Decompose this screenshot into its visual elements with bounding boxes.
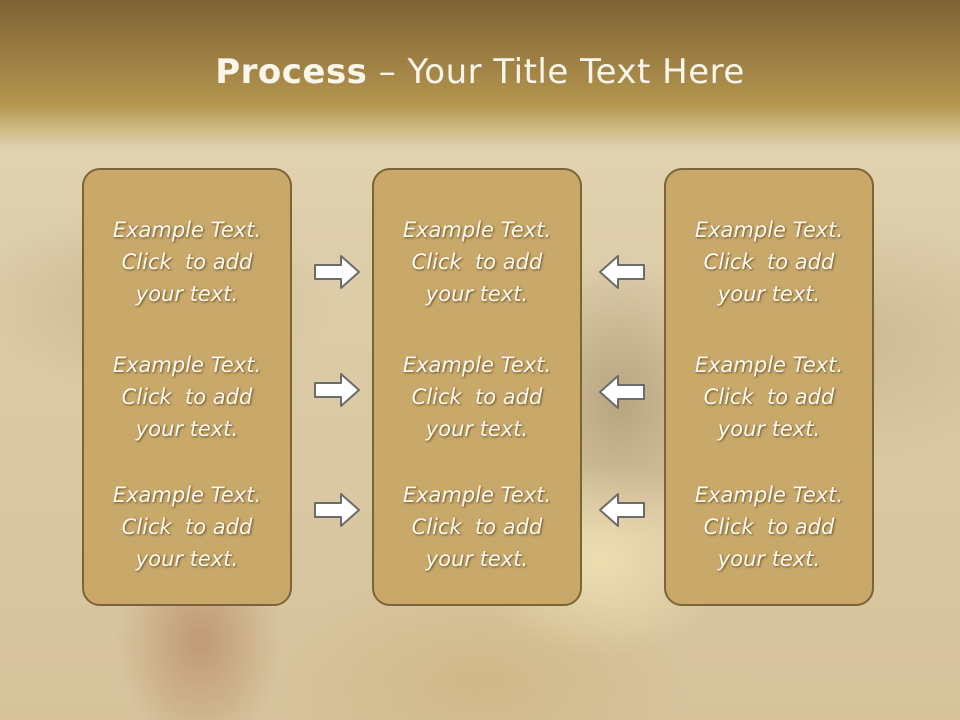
process-box-left[interactable]: Example Text. Click to add your text. Ex… [82,168,292,606]
text-line: Example Text. [694,353,844,377]
left-arrow-icon[interactable] [598,490,646,530]
title-rest: – Your Title Text Here [367,52,745,92]
text-line: your text. [135,282,239,306]
right-arrow-icon[interactable] [313,370,361,410]
text-placeholder[interactable]: Example Text. Click to add your text. [84,479,290,575]
text-line: Click to add [703,385,835,409]
text-line: your text. [717,282,821,306]
process-box-right[interactable]: Example Text. Click to add your text. Ex… [664,168,874,606]
text-line: your text. [135,417,239,441]
right-arrow-icon[interactable] [313,252,361,292]
text-line: your text. [717,547,821,571]
text-line: Click to add [411,385,543,409]
text-line: your text. [425,547,529,571]
text-placeholder[interactable]: Example Text. Click to add your text. [374,214,580,310]
text-line: Click to add [121,250,253,274]
text-line: Example Text. [402,353,552,377]
text-line: Example Text. [402,483,552,507]
text-placeholder[interactable]: Example Text. Click to add your text. [666,214,872,310]
text-line: Click to add [703,515,835,539]
text-placeholder[interactable]: Example Text. Click to add your text. [84,349,290,445]
text-line: your text. [425,282,529,306]
title-bold: Process [215,52,368,92]
text-line: your text. [425,417,529,441]
left-arrow-icon[interactable] [598,252,646,292]
title-bar [0,0,960,150]
text-line: your text. [717,417,821,441]
left-arrow-icon[interactable] [598,372,646,412]
text-line: your text. [135,547,239,571]
text-placeholder[interactable]: Example Text. Click to add your text. [666,479,872,575]
text-line: Click to add [411,515,543,539]
text-line: Example Text. [694,218,844,242]
text-line: Click to add [121,385,253,409]
text-line: Example Text. [112,218,262,242]
text-placeholder[interactable]: Example Text. Click to add your text. [374,349,580,445]
text-line: Example Text. [112,483,262,507]
text-line: Click to add [121,515,253,539]
text-placeholder[interactable]: Example Text. Click to add your text. [84,214,290,310]
text-line: Example Text. [402,218,552,242]
text-placeholder[interactable]: Example Text. Click to add your text. [374,479,580,575]
text-line: Click to add [703,250,835,274]
process-box-middle[interactable]: Example Text. Click to add your text. Ex… [372,168,582,606]
slide-title[interactable]: Process – Your Title Text Here [0,52,960,92]
right-arrow-icon[interactable] [313,490,361,530]
text-line: Example Text. [112,353,262,377]
text-line: Click to add [411,250,543,274]
text-line: Example Text. [694,483,844,507]
text-placeholder[interactable]: Example Text. Click to add your text. [666,349,872,445]
